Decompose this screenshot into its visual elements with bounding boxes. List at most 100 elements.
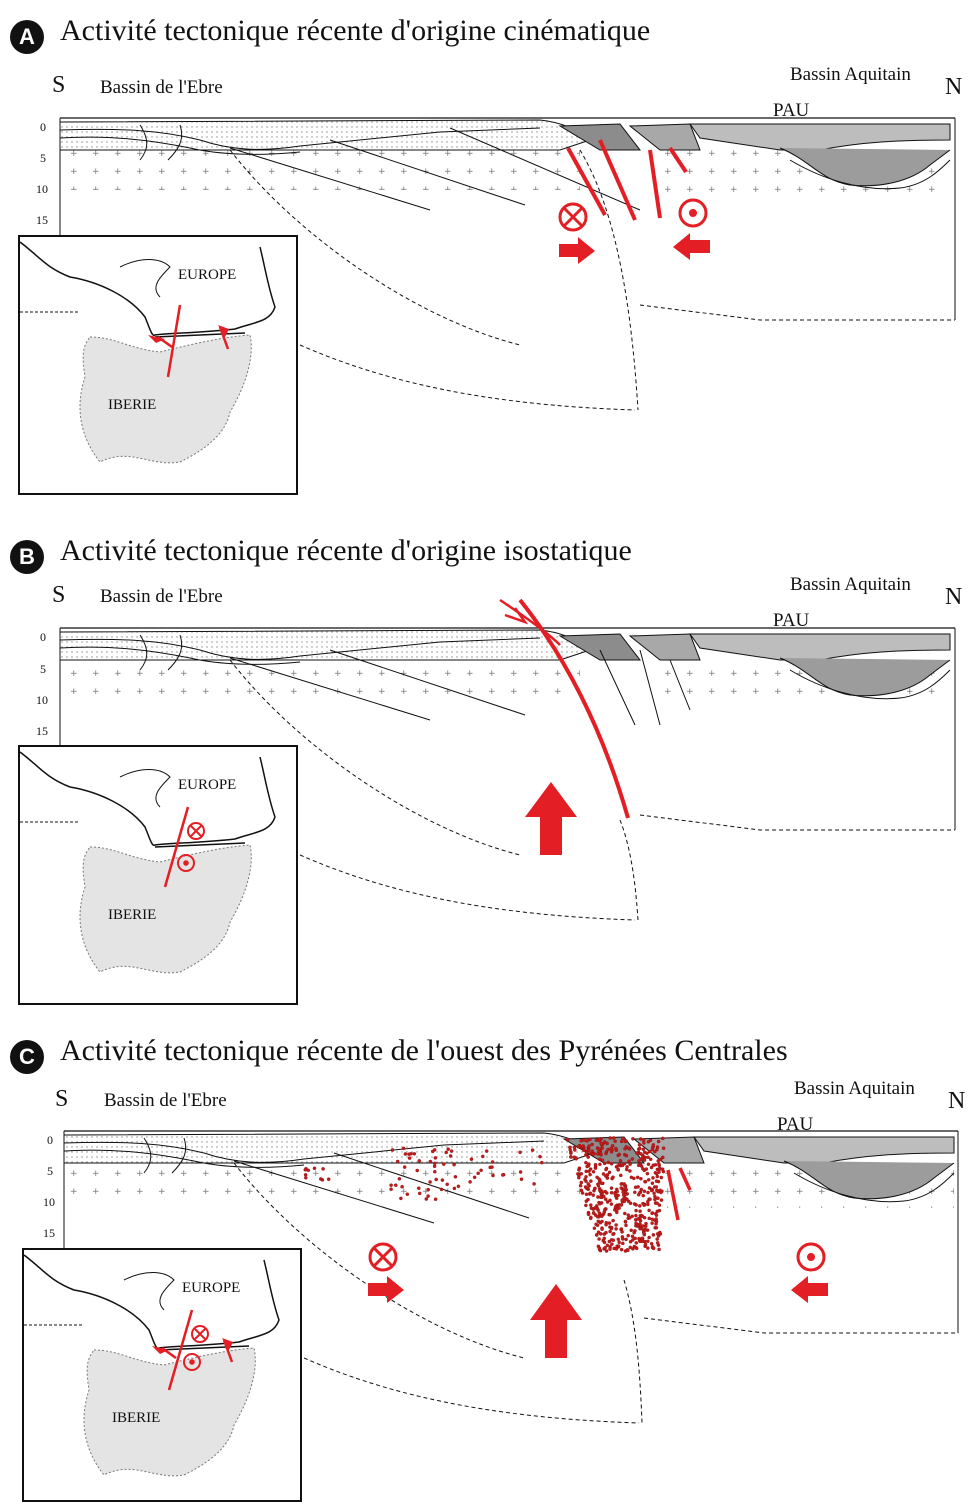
earthquake-dot bbox=[428, 1159, 433, 1164]
inset-map: EUROPE IBERIE bbox=[22, 1248, 302, 1502]
earthquake-dot bbox=[622, 1196, 626, 1200]
earthquake-dot bbox=[611, 1218, 615, 1223]
earthquake-dot bbox=[618, 1159, 623, 1163]
earthquake-dot bbox=[603, 1245, 607, 1250]
earthquake-dot bbox=[609, 1162, 614, 1166]
earthquake-dot bbox=[597, 1237, 601, 1241]
panel-badge: C bbox=[10, 1040, 44, 1074]
earthquake-dot bbox=[621, 1136, 625, 1141]
earthquake-dot bbox=[602, 1194, 606, 1199]
earthquake-dot bbox=[589, 1179, 593, 1183]
earthquake-dot bbox=[538, 1154, 542, 1159]
earthquake-dot bbox=[595, 1223, 600, 1228]
earthquake-dot bbox=[602, 1161, 607, 1166]
earthquake-dot bbox=[641, 1224, 645, 1228]
earthquake-dot bbox=[628, 1245, 633, 1250]
earthquake-dot bbox=[444, 1150, 448, 1155]
earthquake-dot bbox=[631, 1137, 635, 1141]
earthquake-dot bbox=[321, 1167, 325, 1171]
earthquake-dot bbox=[621, 1241, 625, 1246]
earthquake-dot bbox=[591, 1193, 595, 1197]
earthquake-dot bbox=[628, 1216, 632, 1220]
earthquake-dot bbox=[476, 1171, 480, 1176]
earthquake-dot bbox=[602, 1240, 607, 1245]
ebro-basin-label: Bassin de l'Ebre bbox=[100, 586, 223, 607]
earthquake-dot bbox=[403, 1152, 408, 1156]
earthquake-dot bbox=[604, 1174, 608, 1178]
earthquake-dot bbox=[606, 1160, 611, 1165]
pau-city-label: PAU bbox=[773, 100, 810, 121]
earthquake-dot bbox=[568, 1148, 572, 1152]
earthquake-dot bbox=[599, 1195, 603, 1200]
earthquake-dot bbox=[639, 1213, 644, 1218]
panel-title: Activité tectonique récente d'origine is… bbox=[60, 534, 632, 567]
earthquake-dot bbox=[306, 1168, 311, 1173]
earthquake-dot bbox=[400, 1184, 404, 1189]
earthquake-dot bbox=[661, 1136, 665, 1141]
earthquake-dot bbox=[577, 1168, 581, 1172]
earthquake-dot bbox=[656, 1139, 661, 1144]
iberia-landmass bbox=[79, 334, 252, 464]
earthquake-dot bbox=[624, 1237, 628, 1242]
earthquake-dot bbox=[654, 1217, 658, 1221]
earthquake-dot bbox=[627, 1159, 631, 1163]
earthquake-dot bbox=[619, 1186, 623, 1190]
earthquake-dot bbox=[481, 1154, 485, 1159]
basement-crosses bbox=[60, 150, 580, 190]
depth-tick-10: 10 bbox=[43, 1195, 55, 1209]
earthquake-dot bbox=[646, 1190, 650, 1195]
earthquake-dot bbox=[625, 1165, 629, 1169]
earthquake-dot bbox=[609, 1190, 614, 1195]
earthquake-dot bbox=[596, 1219, 601, 1224]
red-fault-4 bbox=[668, 146, 688, 174]
earthquake-dot bbox=[591, 1211, 596, 1215]
earthquake-dot bbox=[518, 1170, 523, 1174]
active-faults bbox=[666, 1167, 692, 1221]
earthquake-dot bbox=[432, 1161, 437, 1166]
push-arrow-right bbox=[559, 237, 595, 264]
earthquake-dot bbox=[615, 1208, 619, 1212]
earthquake-dot bbox=[585, 1164, 589, 1169]
earthquake-dot bbox=[637, 1159, 641, 1163]
earthquake-dot bbox=[566, 1137, 570, 1142]
earthquake-dot bbox=[428, 1180, 432, 1184]
earthquake-dot bbox=[598, 1202, 602, 1206]
earthquake-dot bbox=[599, 1142, 603, 1146]
earthquake-dot bbox=[643, 1179, 647, 1184]
earthquake-dot bbox=[641, 1138, 646, 1142]
earthquake-dot bbox=[448, 1154, 453, 1158]
earthquake-dot bbox=[576, 1144, 581, 1149]
earthquake-dot bbox=[650, 1211, 655, 1215]
into-page-symbol bbox=[368, 1242, 398, 1272]
south-label: S bbox=[52, 582, 66, 608]
earthquake-dot bbox=[616, 1167, 620, 1172]
earthquake-dot bbox=[654, 1226, 659, 1230]
earthquake-dot bbox=[610, 1144, 615, 1148]
earthquake-dot bbox=[595, 1206, 600, 1211]
earthquake-dot bbox=[589, 1206, 594, 1210]
depth-tick-15: 15 bbox=[36, 213, 48, 227]
earthquake-dot bbox=[574, 1157, 578, 1161]
earthquake-dot bbox=[445, 1182, 449, 1187]
earthquake-dot bbox=[652, 1191, 656, 1195]
earthquake-dot bbox=[628, 1169, 632, 1173]
panel-b: B Activité tectonique récente d'origine … bbox=[0, 520, 970, 1020]
earthquake-dot bbox=[605, 1243, 610, 1248]
earthquake-dot bbox=[642, 1189, 647, 1194]
earthquake-dot bbox=[620, 1230, 624, 1234]
earthquake-dot bbox=[626, 1248, 630, 1253]
earthquake-dot bbox=[598, 1248, 603, 1253]
panel-c: C Activité tectonique récente de l'ouest… bbox=[0, 1020, 970, 1502]
earthquake-dot bbox=[426, 1194, 430, 1198]
depth-tick-15: 15 bbox=[36, 724, 48, 738]
isostatic-normal-fault bbox=[518, 598, 630, 819]
earthquake-dot bbox=[434, 1177, 438, 1182]
earthquake-dot bbox=[633, 1236, 637, 1241]
earthquake-dot bbox=[636, 1217, 640, 1221]
earthquake-dot bbox=[303, 1173, 308, 1177]
earthquake-dot bbox=[577, 1175, 581, 1180]
earthquake-dot bbox=[639, 1152, 643, 1156]
earthquake-dot bbox=[647, 1149, 652, 1154]
earthquake-dot bbox=[452, 1162, 456, 1167]
earthquake-dot bbox=[646, 1202, 650, 1207]
